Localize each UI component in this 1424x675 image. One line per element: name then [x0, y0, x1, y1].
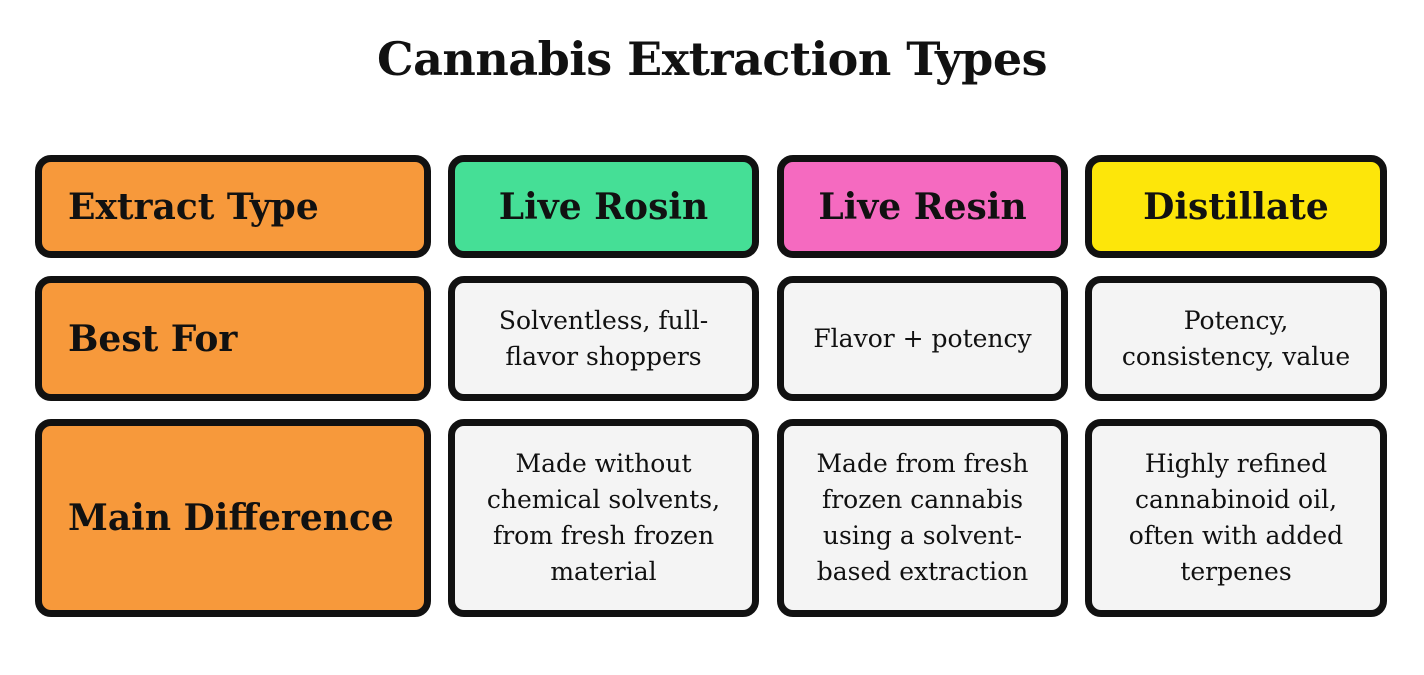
cell-best-for-distillate: Potency, consistency, value: [1085, 276, 1387, 401]
page-title: Cannabis Extraction Types: [376, 32, 1048, 86]
row-header-best-for: Best For: [35, 276, 431, 401]
cell-main-difference-live-rosin-text: Made without chemical solvents, from fre…: [486, 449, 721, 586]
column-header-live-rosin: Live Rosin: [448, 155, 759, 258]
column-header-live-rosin-label: Live Rosin: [498, 185, 709, 228]
cell-best-for-distillate-text: Potency, consistency, value: [1121, 305, 1351, 371]
column-header-distillate-label: Distillate: [1143, 185, 1329, 228]
cell-main-difference-distillate-text: Highly refined cannabinoid oil, often wi…: [1128, 449, 1344, 586]
cell-main-difference-live-rosin: Made without chemical solvents, from fre…: [448, 419, 759, 617]
cell-best-for-live-rosin-text: Solventless, full-flavor shoppers: [498, 305, 709, 371]
cell-main-difference-live-resin: Made from fresh frozen cannabis using a …: [777, 419, 1068, 617]
column-header-distillate: Distillate: [1085, 155, 1387, 258]
row-header-best-for-label: Best For: [68, 317, 238, 360]
cell-best-for-live-rosin: Solventless, full-flavor shoppers: [448, 276, 759, 401]
header-extract-type-label: Extract Type: [68, 185, 319, 228]
header-extract-type: Extract Type: [35, 155, 431, 258]
column-header-live-resin: Live Resin: [777, 155, 1068, 258]
row-header-main-difference-label: Main Difference: [68, 497, 394, 539]
cell-main-difference-distillate: Highly refined cannabinoid oil, often wi…: [1085, 419, 1387, 617]
cell-main-difference-live-resin-text: Made from fresh frozen cannabis using a …: [816, 449, 1029, 586]
row-header-main-difference: Main Difference: [35, 419, 431, 617]
column-header-live-resin-label: Live Resin: [818, 185, 1027, 228]
cell-best-for-live-resin: Flavor + potency: [777, 276, 1068, 401]
cell-best-for-live-resin-text: Flavor + potency: [813, 323, 1032, 353]
